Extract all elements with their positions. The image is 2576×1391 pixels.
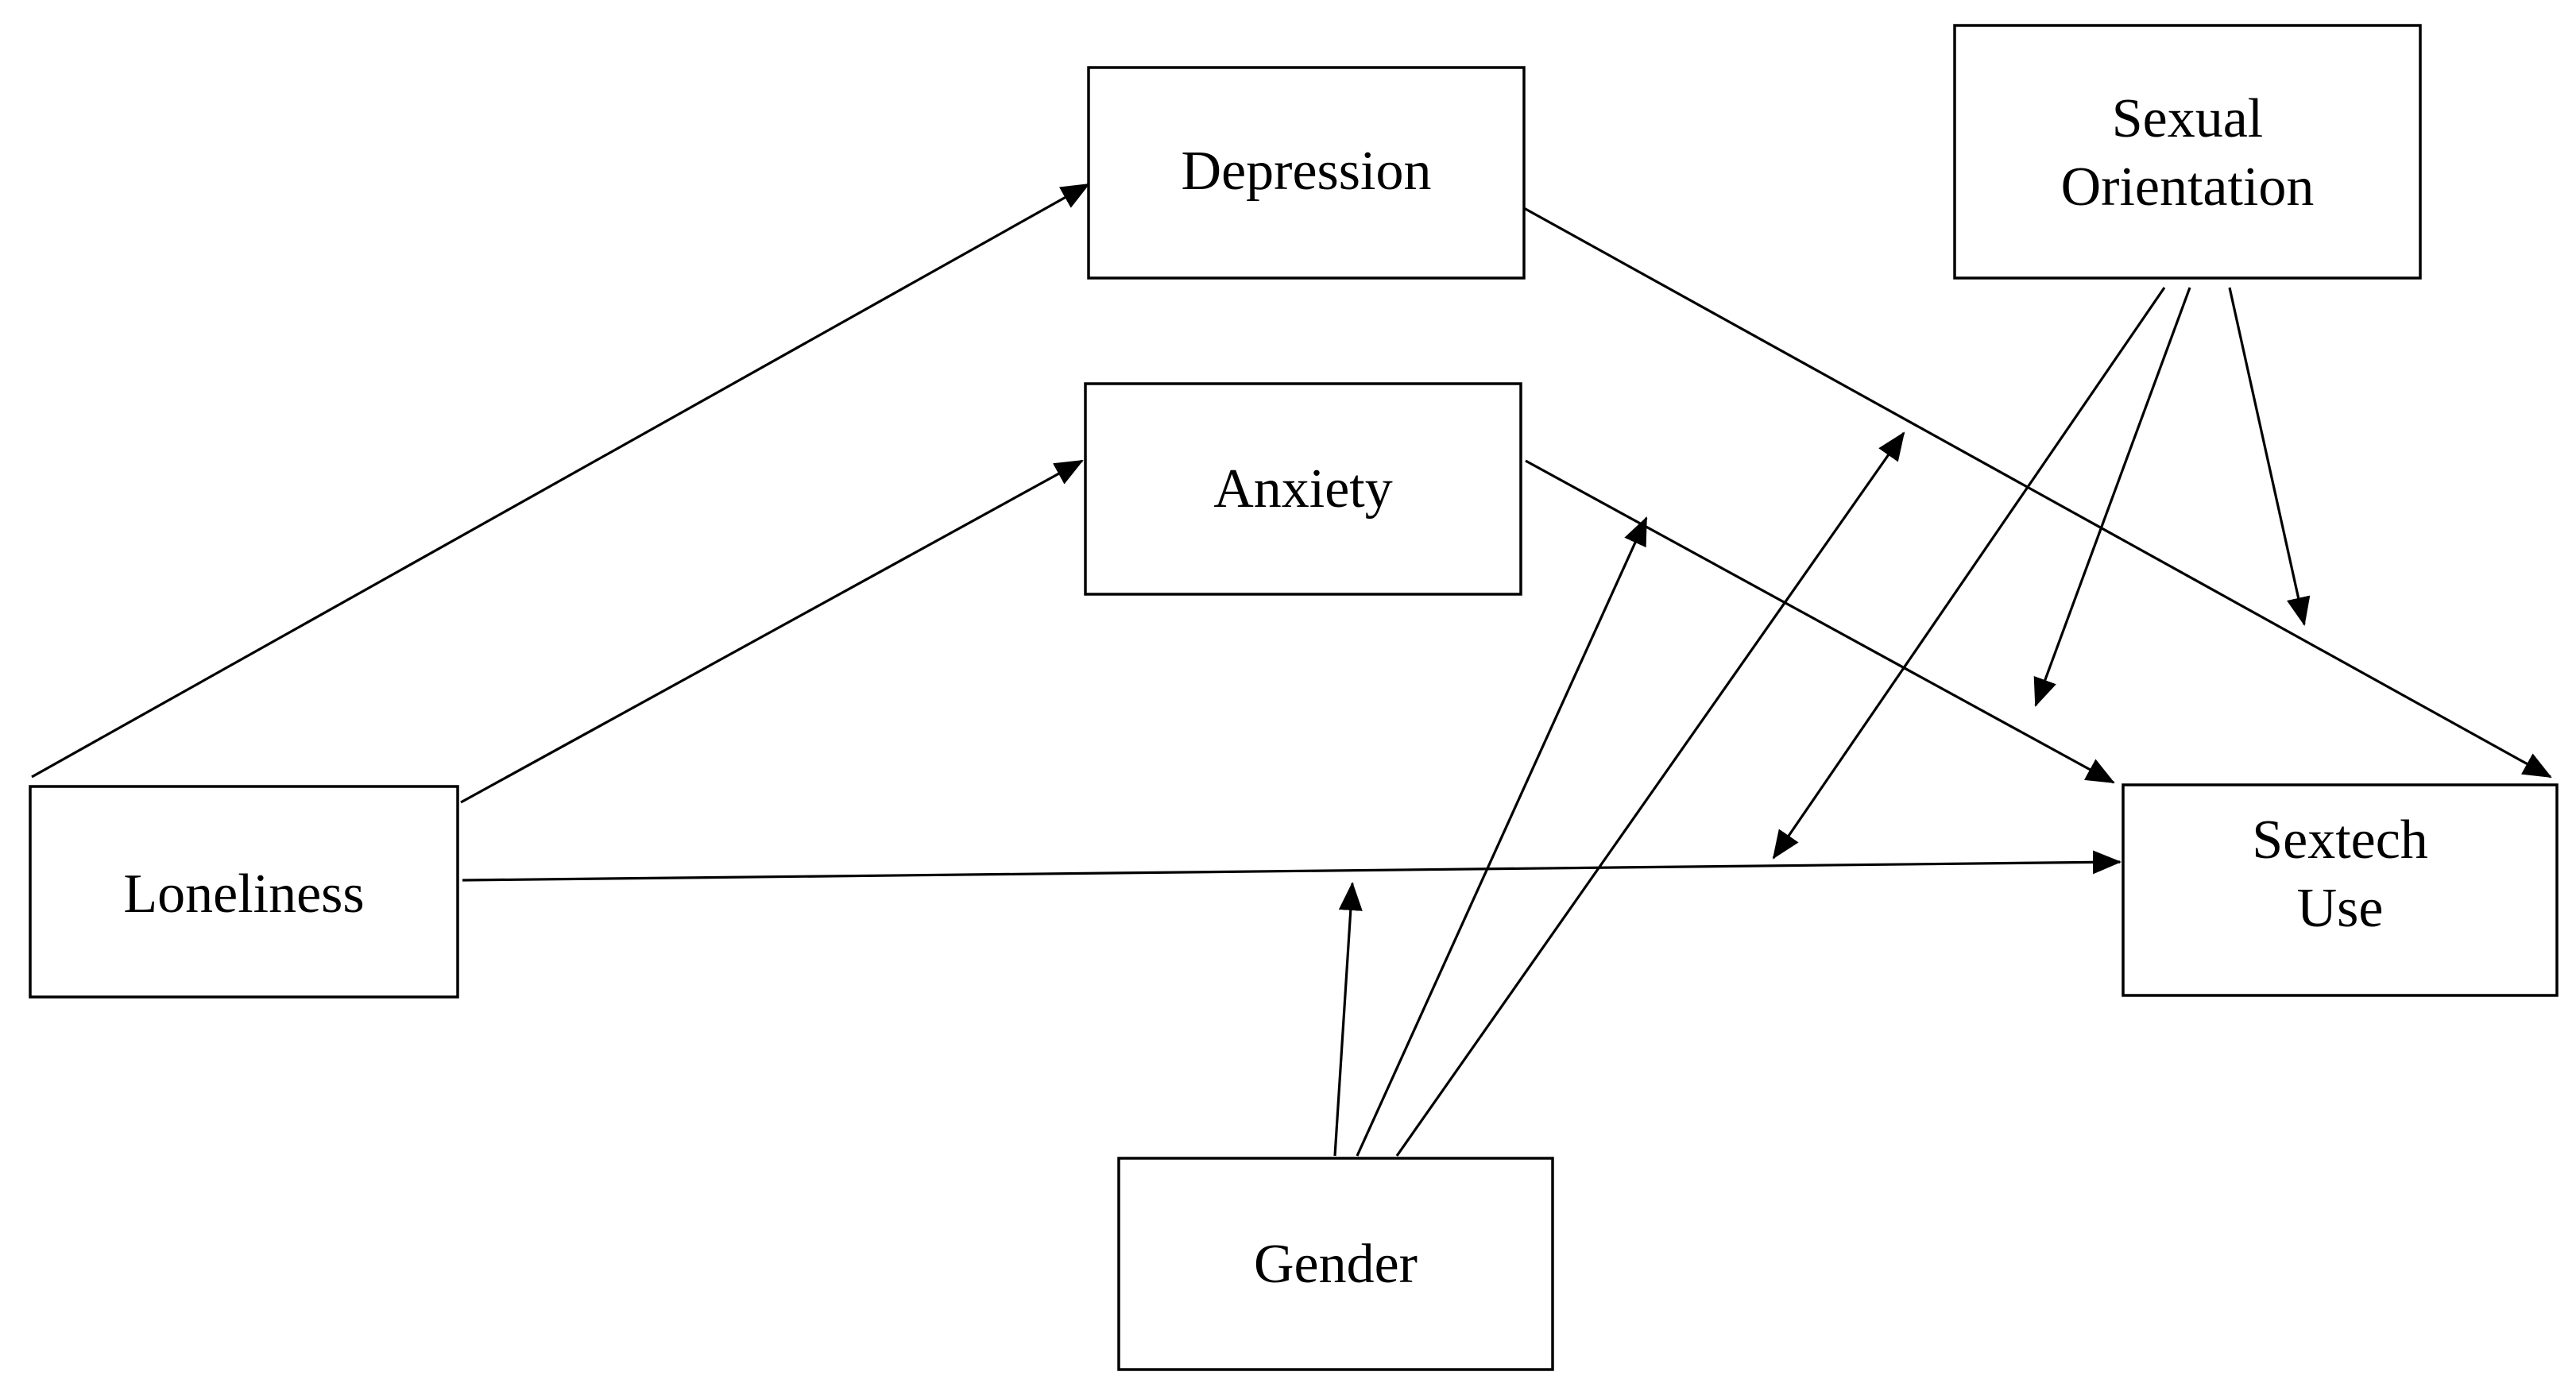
node-loneliness: Loneliness: [29, 785, 459, 999]
node-depression: Depression: [1087, 66, 1526, 280]
node-gender: Gender: [1117, 1157, 1554, 1371]
node-label: Depression: [1182, 141, 1432, 202]
edge-loneliness-to-anxiety: [460, 459, 1084, 804]
node-box: [2122, 783, 2559, 997]
edge-depression-to-sextech-use: [1523, 207, 2552, 779]
edges: [31, 183, 2552, 1157]
node-box: [1084, 382, 1522, 596]
node-box: [1953, 24, 2422, 280]
moderator-orientation-to-depression-path: [2228, 287, 2311, 626]
edge-anxiety-to-sextech-use: [1525, 459, 2115, 784]
node-label-line-2: Use: [2297, 878, 2384, 939]
node-label: Anxiety: [1213, 458, 1393, 520]
node-label-line-1: Sextech: [2252, 809, 2428, 871]
edge-loneliness-to-depression: [31, 183, 1090, 779]
node-label: Gender: [1254, 1234, 1418, 1295]
edge-loneliness-to-sextech-use: [462, 850, 2122, 882]
moderator-orientation-to-anxiety-path: [2033, 287, 2191, 707]
moderator-gender-to-depression-path: [1395, 431, 1905, 1157]
node-box: [29, 785, 459, 999]
node-box: [1117, 1157, 1554, 1371]
node-label: Loneliness: [123, 864, 364, 925]
node-sextech-use: Sextech Use: [2122, 783, 2559, 997]
node-label-line-1: Sexual: [2112, 88, 2264, 149]
node-sexual-orientation: Sexual Orientation: [1953, 24, 2422, 280]
moderator-gender-to-anxiety-path: [1356, 516, 1648, 1157]
moderator-gender-to-direct-path: [1333, 882, 1363, 1157]
moderator-orientation-to-direct-path: [1772, 287, 2166, 860]
node-label-line-2: Orientation: [2061, 156, 2315, 218]
node-box: [1087, 66, 1526, 280]
node-anxiety: Anxiety: [1084, 382, 1522, 596]
